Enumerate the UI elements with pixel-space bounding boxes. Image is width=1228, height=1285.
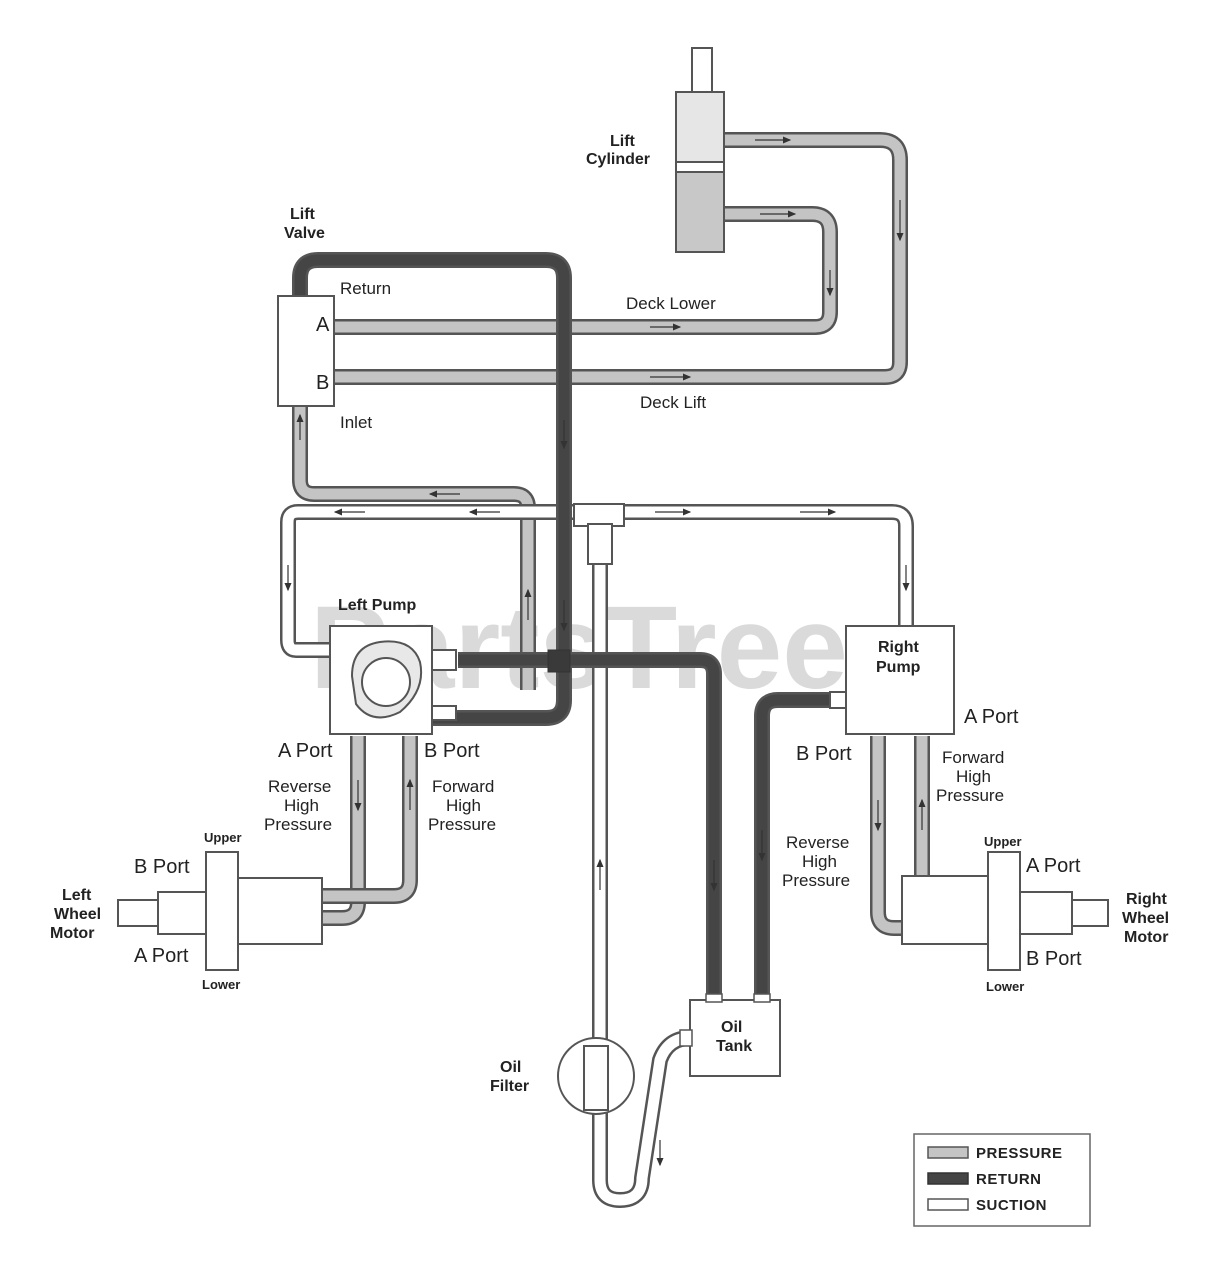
left-forward-label-3: Pressure [428, 815, 496, 834]
legend: PRESSURE RETURN SUCTION [913, 1133, 1091, 1227]
right-motor-label-3: Motor [1124, 929, 1168, 946]
flow-arrows [258, 136, 982, 1167]
pipe-valve-inlet [292, 406, 536, 690]
left-motor-upper-label: Upper [204, 830, 242, 845]
legend-suction-label: SUCTION [976, 1197, 1047, 1214]
right-pump [829, 625, 955, 735]
oil-filter-label-1: Oil [500, 1059, 521, 1076]
lift-cylinder-label-2: Cylinder [586, 151, 650, 168]
inlet-label: Inlet [340, 413, 372, 432]
right-reverse-label-1: Reverse [786, 833, 849, 852]
oil-tank-label-2: Tank [716, 1038, 752, 1055]
left-motor-label-2: Wheel [54, 906, 101, 923]
pipe-deck-lift [335, 132, 908, 385]
right-pump-b-port-label: B Port [796, 743, 852, 765]
oil-filter-label-2: Filter [490, 1078, 529, 1095]
lift-cylinder-label-1: Lift [610, 133, 636, 150]
left-pump-b-port-label: B Port [424, 740, 480, 762]
right-motor-a-port-label: A Port [1026, 855, 1081, 877]
oil-tank-label-1: Oil [721, 1019, 742, 1036]
left-pump-label: Left Pump [338, 597, 416, 614]
legend-suction-swatch [927, 1198, 969, 1211]
left-motor-b-port-label: B Port [134, 856, 190, 878]
left-motor-label-1: Left [62, 887, 92, 904]
return-label: Return [340, 279, 391, 298]
legend-return-label: RETURN [976, 1171, 1042, 1188]
left-motor-a-port-label: A Port [134, 945, 189, 967]
right-reverse-label-3: Pressure [782, 871, 850, 890]
pipe-right-b-port [870, 736, 1002, 936]
left-pump-a-port-label: A Port [278, 740, 333, 762]
lift-valve [277, 295, 335, 407]
pipe-right-pump-return [754, 692, 832, 1000]
valve-b-label: B [316, 372, 329, 394]
deck-lower-label: Deck Lower [626, 294, 716, 313]
left-forward-label-2: High [446, 796, 481, 815]
left-pump [329, 625, 457, 735]
pipe-suction-header [280, 504, 914, 658]
valve-a-label: A [316, 314, 330, 336]
pipe-network [216, 132, 1002, 1208]
right-forward-label-3: Pressure [936, 786, 1004, 805]
left-forward-label-1: Forward [432, 777, 494, 796]
tee-fitting [547, 503, 625, 673]
legend-pressure-label: PRESSURE [976, 1145, 1063, 1162]
right-motor-b-port-label: B Port [1026, 948, 1082, 970]
right-motor-upper-label: Upper [984, 834, 1022, 849]
pipe-left-b-port [216, 736, 418, 904]
left-motor-label-3: Motor [50, 925, 94, 942]
pipe-left-pump-return [458, 652, 722, 1000]
legend-return-swatch [927, 1172, 969, 1185]
right-pump-label-1: Right [878, 639, 920, 656]
legend-pressure-swatch [927, 1146, 969, 1159]
lift-valve-label-2: Valve [284, 225, 325, 242]
pipe-filter-loop [592, 560, 691, 1208]
pipe-valve-return [292, 252, 572, 726]
oil-filter [557, 1037, 635, 1115]
pipe-deck-lower [335, 206, 838, 335]
lift-cylinder [675, 47, 725, 253]
right-pump-a-port-label: A Port [964, 706, 1019, 728]
right-wheel-motor [901, 851, 1109, 971]
right-motor-lower-label: Lower [986, 979, 1024, 994]
right-motor-label-1: Right [1126, 891, 1168, 908]
right-motor-label-2: Wheel [1122, 910, 1169, 927]
left-reverse-label-1: Reverse [268, 777, 331, 796]
right-forward-label-2: High [956, 767, 991, 786]
left-motor-lower-label: Lower [202, 977, 240, 992]
oil-tank [679, 993, 781, 1077]
lift-valve-label-1: Lift [290, 206, 316, 223]
right-reverse-label-2: High [802, 852, 837, 871]
left-reverse-label-3: Pressure [264, 815, 332, 834]
right-pump-label-2: Pump [876, 659, 921, 676]
deck-lift-label: Deck Lift [640, 393, 706, 412]
left-wheel-motor [117, 851, 323, 971]
right-forward-label-1: Forward [942, 748, 1004, 767]
left-reverse-label-2: High [284, 796, 319, 815]
